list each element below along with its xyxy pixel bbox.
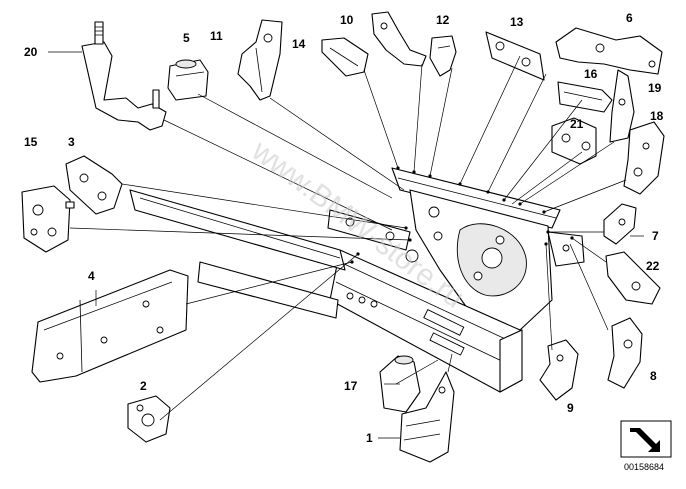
callout-16: 16	[584, 67, 598, 81]
callout-20: 20	[24, 45, 38, 59]
callout-8: 8	[650, 369, 657, 383]
callout-15: 15	[24, 135, 38, 149]
callout-11: 11	[210, 29, 223, 43]
part-14-shape	[321, 37, 369, 77]
callout-4: 4	[88, 269, 95, 283]
callout-19: 19	[648, 81, 662, 95]
callout-12: 12	[436, 13, 450, 27]
callout-21: 21	[570, 117, 584, 131]
part-16-shape	[557, 81, 613, 113]
part-9-shape	[539, 339, 579, 401]
part-10-shape	[371, 11, 427, 67]
part-22-shape	[605, 251, 661, 305]
part-1-shape	[399, 371, 455, 463]
attachment-points	[350, 166, 574, 264]
part-21-shape	[551, 117, 597, 165]
part-18-shape	[623, 121, 665, 195]
diagram-id: 00158684	[624, 462, 664, 472]
part-12-shape	[429, 35, 457, 77]
part-8-shape	[607, 317, 643, 389]
callout-17: 17	[344, 379, 358, 393]
part-20-shape	[81, 21, 167, 131]
callout-1: 1	[366, 431, 373, 445]
callout-22: 22	[646, 259, 660, 273]
part-19-shape	[609, 69, 635, 143]
callout-9: 9	[567, 401, 574, 415]
callout-18: 18	[650, 109, 664, 123]
callout-5: 5	[183, 31, 190, 45]
part-11-shape	[237, 19, 283, 101]
part-3-shape	[65, 155, 123, 215]
part-15-shape	[21, 185, 75, 253]
view-direction-arrow-icon	[620, 420, 672, 458]
part-2-shape	[127, 395, 171, 443]
part-7-shape	[603, 203, 637, 245]
part-5-shape	[167, 59, 209, 101]
front-body-assembly	[129, 167, 585, 393]
callout-3: 3	[68, 135, 75, 149]
part-6-shape	[555, 27, 663, 75]
callout-13: 13	[510, 15, 524, 29]
callout-2: 2	[140, 379, 147, 393]
callout-numbers: 20 5 11 10 14 12 13 6 16 19 18 21 7 22 8…	[24, 11, 664, 445]
callout-6: 6	[626, 11, 633, 25]
callout-14: 14	[292, 37, 306, 51]
callout-7: 7	[652, 229, 659, 243]
callout-10: 10	[340, 13, 354, 27]
leader-lines	[48, 51, 644, 439]
part-13-shape	[485, 31, 545, 81]
part-4-shape	[31, 269, 189, 383]
